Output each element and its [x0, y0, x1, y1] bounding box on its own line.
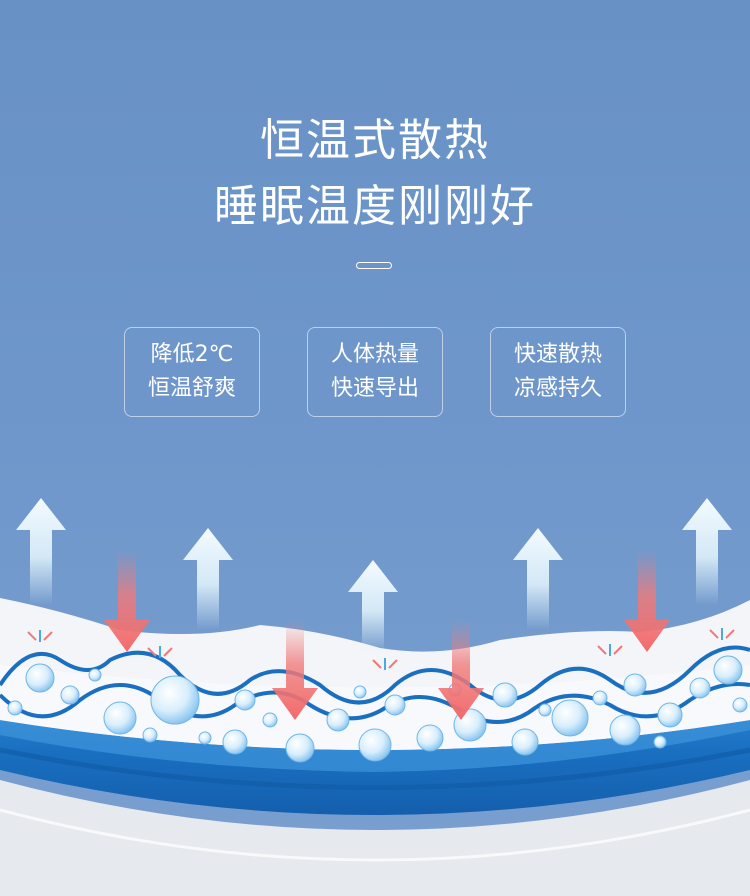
down-arrow-icon	[438, 620, 484, 720]
feature-card-cooling: 降低2℃ 恒温舒爽	[124, 327, 260, 417]
feature-card-line-2: 凉感持久	[513, 376, 602, 401]
down-arrow-icon	[104, 550, 150, 652]
feature-card-line-1: 降低2℃	[150, 342, 234, 367]
wave-line-top	[0, 645, 750, 705]
base-layer-grey	[0, 780, 750, 896]
feature-card-line-2: 快速导出	[330, 376, 419, 401]
title-divider	[356, 262, 392, 269]
feature-card-heat-export: 人体热量 快速导出	[307, 327, 443, 417]
up-arrow-icon	[682, 498, 732, 605]
feature-card-line-1: 人体热量	[330, 342, 419, 367]
headline-line-1: 恒温式散热	[260, 115, 490, 166]
down-arrows	[104, 550, 670, 720]
up-arrow-icon	[513, 528, 563, 630]
headline-line-2: 睡眠温度刚刚好	[214, 181, 536, 232]
feature-card-line-2: 恒温舒爽	[147, 376, 236, 401]
up-arrow-icon	[183, 528, 233, 630]
up-arrows	[16, 498, 732, 652]
up-arrow-icon	[348, 560, 398, 652]
feature-card-line-1: 快速散热	[513, 342, 602, 367]
cooling-layer-illustration	[0, 498, 750, 896]
feature-card-fast-dissipation: 快速散热 凉感持久	[490, 327, 626, 417]
up-arrow-icon	[16, 498, 66, 605]
down-arrow-icon	[624, 550, 670, 652]
down-arrow-icon	[272, 620, 318, 720]
small-arrow-clusters	[27, 628, 735, 670]
bubbles	[7, 655, 748, 763]
